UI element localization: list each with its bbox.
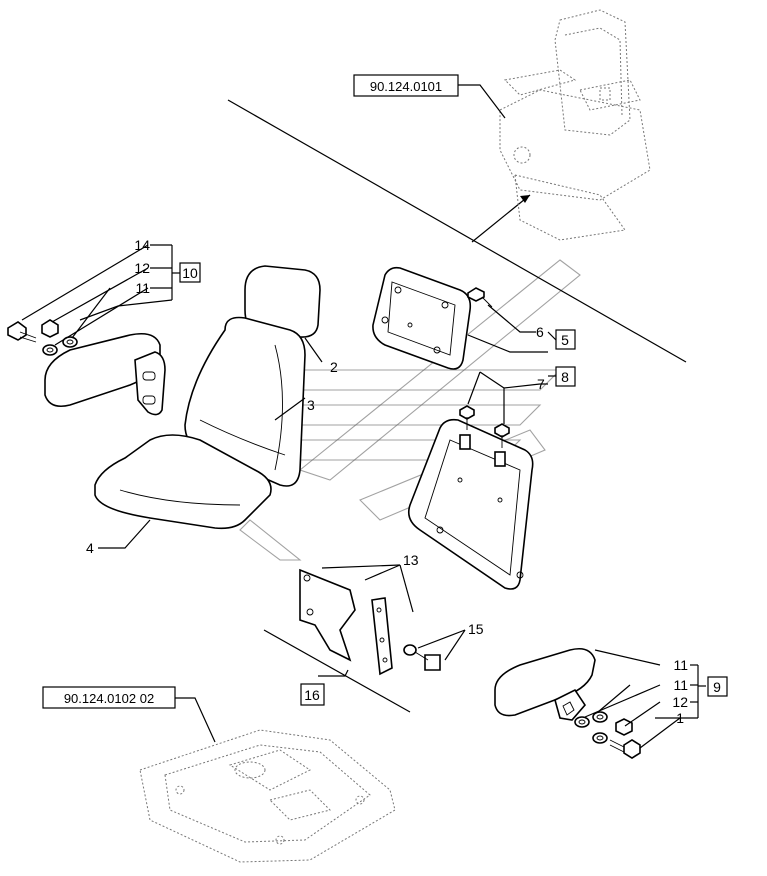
cover-screw xyxy=(467,287,493,308)
callout-1: 1 xyxy=(676,710,684,726)
frame-screws xyxy=(459,405,510,448)
section-divider-line xyxy=(227,99,687,363)
callout-15: 15 xyxy=(468,621,484,637)
backrest-frame-part xyxy=(407,418,534,590)
leader-line xyxy=(467,334,548,353)
svg-text:10: 10 xyxy=(182,265,198,281)
svg-text:90.124.0101: 90.124.0101 xyxy=(370,79,442,94)
right-callout-lines xyxy=(584,649,706,749)
leader-line xyxy=(487,304,536,333)
callout-3: 3 xyxy=(307,397,315,413)
left-callout-lines xyxy=(21,244,180,346)
callout-14: 14 xyxy=(134,237,150,253)
callout-12: 12 xyxy=(134,260,150,276)
svg-text:8: 8 xyxy=(561,369,569,385)
svg-text:5: 5 xyxy=(561,332,569,348)
reference-arrow-line xyxy=(471,194,531,243)
svg-text:90.124.0102 02: 90.124.0102 02 xyxy=(64,691,154,706)
bracket-callout-lines xyxy=(321,564,466,661)
frame-callout-lines xyxy=(467,371,556,424)
left-armrest-part xyxy=(44,332,166,416)
seat-assembly-reference-drawing xyxy=(499,9,651,241)
boxed-label-9[interactable]: 9 xyxy=(707,676,728,697)
leader-line xyxy=(304,337,323,363)
left-armrest-hardware xyxy=(7,319,78,356)
svg-text:9: 9 xyxy=(713,679,721,695)
backrest-part xyxy=(184,316,306,487)
boxed-label-8[interactable]: 8 xyxy=(555,366,576,387)
leader-line xyxy=(274,397,306,421)
backrest-cover-part xyxy=(372,266,472,370)
bracket-part xyxy=(299,568,393,676)
reference-arrowhead xyxy=(520,195,530,203)
callout-6: 6 xyxy=(536,324,544,340)
right-armrest-hardware xyxy=(574,711,641,759)
callout-4: 4 xyxy=(86,540,94,556)
seat-cushion-part xyxy=(94,434,272,530)
callout-11: 11 xyxy=(673,677,688,693)
callout-11: 11 xyxy=(673,657,688,673)
reference-label-seat-assembly[interactable]: 90.124.0101 xyxy=(353,74,459,97)
leader-line xyxy=(98,519,151,549)
reference-label-seat-base[interactable]: 90.124.0102 02 xyxy=(42,686,176,709)
seat-base-reference-drawing xyxy=(139,729,396,863)
boxed-label-16[interactable]: 16 xyxy=(300,683,325,706)
boxed-label-5[interactable]: 5 xyxy=(555,329,576,350)
callout-13: 13 xyxy=(403,552,419,568)
leader-line xyxy=(458,84,506,119)
callout-7: 7 xyxy=(537,376,545,392)
section-divider-line-lower xyxy=(263,629,411,713)
leader-line xyxy=(318,669,349,677)
bracket-knob xyxy=(403,644,441,671)
svg-text:16: 16 xyxy=(304,687,320,703)
callout-12: 12 xyxy=(672,694,688,710)
callout-2: 2 xyxy=(330,359,338,375)
callout-11: 11 xyxy=(135,280,150,296)
boxed-label-10[interactable]: 10 xyxy=(179,262,201,283)
leader-line xyxy=(175,697,216,743)
right-armrest-part xyxy=(494,647,596,721)
leader-line xyxy=(547,331,557,341)
